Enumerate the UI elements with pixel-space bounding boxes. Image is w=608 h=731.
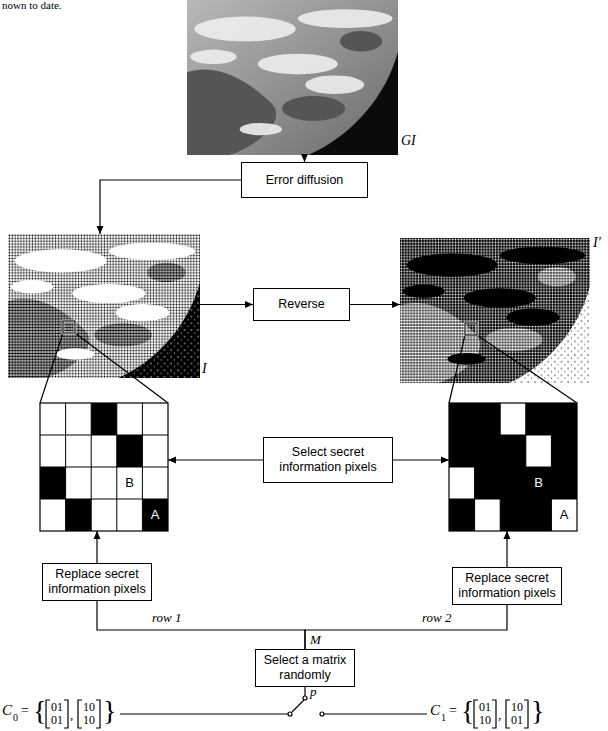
- zoom-lines: [449, 323, 577, 403]
- connector-line: [449, 335, 577, 403]
- subscript: 1: [441, 713, 446, 723]
- arrowhead: [94, 531, 101, 539]
- connector-line: [305, 605, 507, 649]
- image-label: GI: [401, 134, 416, 148]
- page-text: nown to date.: [2, 0, 62, 11]
- process-box: Replace secret information pixels: [452, 567, 562, 605]
- earth-photo: [187, 0, 398, 155]
- connector: [97, 180, 242, 234]
- matrix-row: 01: [508, 714, 526, 726]
- process-box: Select a matrix randomly: [255, 649, 355, 687]
- process-box: Reverse: [253, 288, 350, 321]
- matrix-row: 10: [80, 714, 98, 726]
- arrowhead: [392, 301, 400, 308]
- pixel-grid: BA: [449, 403, 577, 531]
- cell-letter: B: [526, 467, 552, 499]
- box-label: Select a matrix randomly: [261, 653, 349, 683]
- box-label: Error diffusion: [266, 173, 344, 188]
- edge-label: row 1: [150, 611, 184, 624]
- arrowhead: [97, 226, 104, 234]
- cell-letter: A: [551, 499, 577, 531]
- set-name: C: [2, 703, 12, 718]
- box-label: Replace secret information pixels: [48, 567, 146, 597]
- process-box: Replace secret information pixels: [42, 563, 152, 601]
- brace: }: [531, 697, 544, 725]
- matrix-row: 10: [508, 701, 526, 713]
- brace: }: [103, 697, 116, 725]
- land: [340, 31, 382, 52]
- comma: ,: [70, 708, 73, 721]
- box-label: Select secret information pixels: [269, 445, 387, 475]
- pixel-grid-cells: [449, 403, 577, 531]
- cell-letter: A: [142, 499, 168, 531]
- arrowhead: [441, 457, 449, 464]
- box-label: Replace secret information pixels: [458, 571, 556, 601]
- connector-line: [97, 601, 305, 649]
- connector: [94, 531, 101, 563]
- zoom-frame: [465, 323, 477, 335]
- zoom-frame: [63, 321, 75, 333]
- reversed-earth: [400, 238, 590, 383]
- switch-symbol: [120, 686, 427, 716]
- photo-image: GI: [187, 0, 398, 155]
- matrix-row: 10: [80, 701, 98, 713]
- halftone-image: I: [8, 234, 200, 378]
- process-box: Select secret information pixels: [263, 437, 393, 483]
- connector: [301, 154, 308, 162]
- matrix-name: M: [310, 633, 321, 646]
- land: [187, 70, 276, 155]
- matrix-row: 01: [48, 714, 66, 726]
- connector: [168, 457, 263, 464]
- image-label: I: [202, 362, 207, 376]
- matrix-row: 01: [476, 701, 494, 713]
- box-label: Reverse: [278, 297, 325, 312]
- equals-sign: =: [21, 704, 29, 718]
- zoom-frame: [465, 323, 477, 335]
- matrix-row: 10: [476, 714, 494, 726]
- switch-name: p: [310, 685, 317, 698]
- subscript: 0: [13, 713, 18, 723]
- set-name: C: [430, 703, 440, 718]
- connector: [200, 301, 253, 308]
- land: [282, 96, 345, 121]
- equals-sign: =: [449, 704, 457, 718]
- matrix-row: 01: [48, 701, 66, 713]
- comma: ,: [498, 708, 501, 721]
- connector: [305, 605, 507, 649]
- connector-line: [168, 459, 263, 460]
- reversed-image: I': [400, 238, 590, 383]
- edge-label: row 2: [420, 611, 454, 624]
- connector: [350, 301, 400, 308]
- arrowhead: [245, 301, 253, 308]
- earth-surface: [187, 0, 398, 155]
- connector: [504, 531, 511, 567]
- pixel-grid-cells: [40, 403, 168, 531]
- brace: {: [461, 697, 474, 725]
- arrowhead: [504, 531, 511, 539]
- connector: [97, 601, 305, 649]
- process-box: Error diffusion: [241, 162, 368, 198]
- zoom-frame: [63, 321, 75, 333]
- arrowhead: [168, 457, 176, 464]
- cell-letter: B: [117, 467, 143, 499]
- connector: [393, 457, 449, 464]
- space: [308, 52, 398, 155]
- connector-line: [100, 180, 241, 234]
- image-label: I': [593, 236, 601, 250]
- connector-line: [393, 459, 449, 460]
- brace: {: [33, 697, 46, 725]
- arrowhead: [301, 154, 308, 162]
- zoom-lines: [40, 321, 168, 403]
- halftone-earth: [8, 234, 200, 378]
- matrix-brackets: [46, 700, 528, 728]
- connector-line: [40, 333, 168, 403]
- pixel-grid: BA: [40, 403, 168, 531]
